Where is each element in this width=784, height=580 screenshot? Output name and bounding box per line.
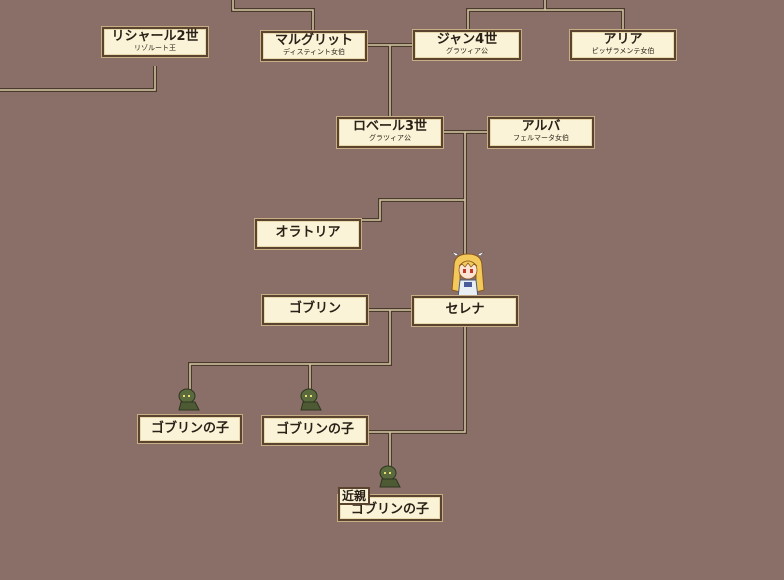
person-title: フェルマータ女伯 bbox=[513, 134, 569, 142]
person-card-goblin-child-1[interactable]: ゴブリンの子 bbox=[138, 415, 242, 443]
person-title: リゾルート王 bbox=[134, 44, 176, 52]
person-card-robert[interactable]: ロベール3世 グラツィア公 bbox=[337, 117, 443, 148]
person-card-alba[interactable]: アルバ フェルマータ女伯 bbox=[488, 117, 594, 148]
person-name: ゴブリンの子 bbox=[150, 421, 229, 436]
person-name: ロベール3世 bbox=[352, 119, 428, 134]
person-card-aria[interactable]: アリア ピッザラメンテ女伯 bbox=[570, 30, 676, 60]
person-name: リシャール2世 bbox=[111, 29, 199, 44]
person-card-goblin[interactable]: ゴブリン bbox=[262, 295, 368, 325]
person-card-goblin-child-3[interactable]: ゴブリンの子 bbox=[338, 495, 442, 521]
person-card-marguerite[interactable]: マルグリット ディスティント女伯 bbox=[261, 31, 367, 61]
goblin-child-1-icon bbox=[175, 386, 203, 412]
person-name: ゴブリンの子 bbox=[275, 422, 354, 437]
person-name: オラトリア bbox=[275, 225, 341, 240]
person-name: ゴブリン bbox=[288, 301, 341, 316]
person-card-jean[interactable]: ジャン4世 グラツィア公 bbox=[413, 30, 521, 60]
person-name: アルバ bbox=[521, 119, 561, 134]
person-title: グラツィア公 bbox=[369, 134, 411, 142]
goblin-child-3-icon bbox=[376, 463, 404, 489]
goblin-child-2-icon bbox=[297, 386, 325, 412]
person-title: ピッザラメンテ女伯 bbox=[591, 47, 655, 55]
person-name: ジャン4世 bbox=[436, 32, 498, 47]
person-name: セレナ bbox=[445, 302, 485, 317]
person-name: マルグリット bbox=[274, 33, 353, 48]
person-title: グラツィア公 bbox=[446, 47, 488, 55]
person-card-richard[interactable]: リシャール2世 リゾルート王 bbox=[102, 27, 208, 57]
person-name: ゴブリンの子 bbox=[350, 502, 429, 517]
person-card-oratoria[interactable]: オラトリア bbox=[255, 219, 361, 249]
person-name: アリア bbox=[603, 32, 643, 47]
person-title: ディスティント女伯 bbox=[282, 48, 346, 56]
person-card-selena[interactable]: セレナ bbox=[412, 296, 518, 326]
kinship-badge: 近親 bbox=[338, 487, 371, 505]
person-card-goblin-child-2[interactable]: ゴブリンの子 bbox=[262, 416, 368, 445]
